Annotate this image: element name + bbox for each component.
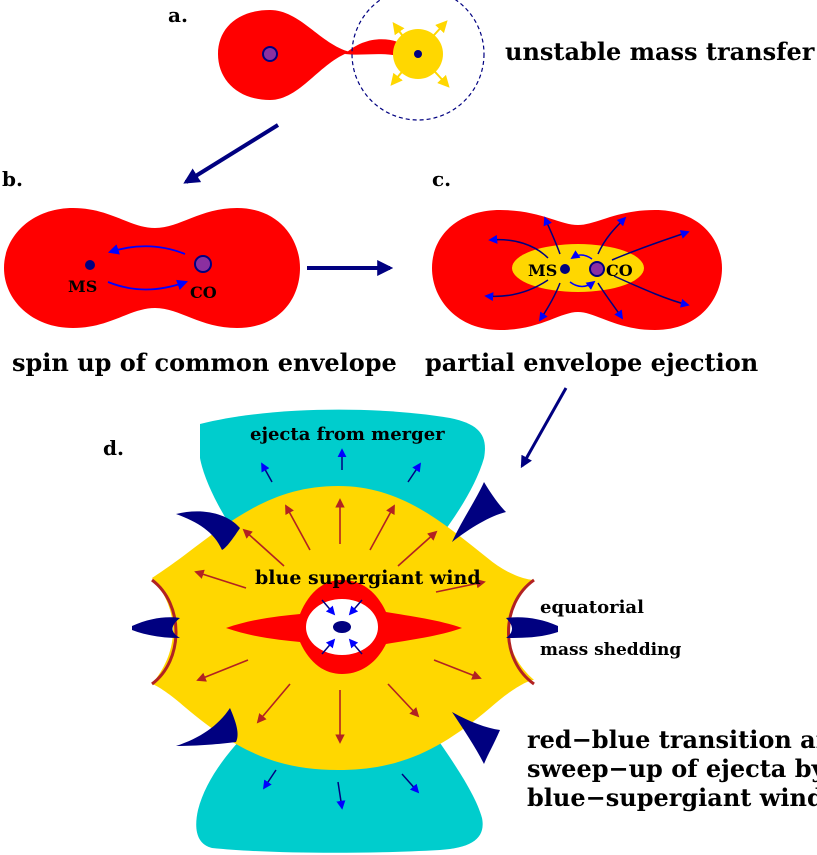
ejecta-lobe-bottom xyxy=(196,740,483,853)
donor-star xyxy=(218,10,350,100)
orbit-arrow-top-b xyxy=(107,244,186,255)
arrow-c-to-d xyxy=(520,387,568,469)
ms-star-b xyxy=(85,260,95,270)
panel-d-caption-line-1: red−blue transition and xyxy=(527,725,817,754)
common-envelope-b xyxy=(4,208,300,328)
co-star-b xyxy=(194,255,212,273)
equatorial-edge-left xyxy=(151,578,178,686)
roche-lobe-outline xyxy=(351,0,485,121)
accretor-outflow-arrows xyxy=(390,20,450,88)
wind-arrows xyxy=(194,498,486,744)
orbit-arrow-top-c xyxy=(570,250,593,260)
ejecta-label: ejecta from merger xyxy=(250,424,445,445)
ejection-arrows-c xyxy=(484,216,690,322)
swept-ejecta-blob-top-left xyxy=(176,511,240,550)
panel-c-letter: c. xyxy=(432,167,451,191)
panel-a-caption: unstable mass transfer xyxy=(505,37,815,66)
wind-label: blue supergiant wind xyxy=(255,567,481,589)
panel-d: d. xyxy=(103,409,817,853)
mass-stream xyxy=(345,39,400,56)
ejecta-arrows-top xyxy=(261,448,421,483)
infall-arrows xyxy=(321,599,363,655)
co-star-c xyxy=(589,261,605,277)
equatorial-label-1: equatorial xyxy=(540,597,644,618)
accretor-core xyxy=(414,50,422,58)
equatorial-blob-right xyxy=(506,617,558,638)
central-core xyxy=(333,621,351,633)
arrow-a-to-b xyxy=(183,123,280,184)
panel-d-caption-line-2: sweep−up of ejecta by xyxy=(527,754,817,783)
ms-label-c: MS xyxy=(528,261,557,280)
orbit-arrow-bottom-b xyxy=(107,279,189,291)
equatorial-edge-right xyxy=(507,578,535,686)
swept-ejecta-blob-bottom-left xyxy=(176,708,238,746)
panel-d-letter: d. xyxy=(103,436,124,460)
panel-b-caption: spin up of common envelope xyxy=(12,348,397,377)
panel-c-caption: partial envelope ejection xyxy=(425,348,758,377)
swept-ejecta-blob-bottom-right xyxy=(452,712,500,764)
swept-ejecta-blob-top-right xyxy=(452,482,506,542)
ejecta-arrows-bottom xyxy=(263,769,420,810)
panel-c: c. MS CO partial envelope ejection xyxy=(425,167,758,377)
panel-a-letter: a. xyxy=(168,3,188,27)
panel-a: a. unstable mass transfer xyxy=(168,0,815,121)
panel-b: b. MS CO spin up of common envelope xyxy=(2,167,397,377)
donor-core xyxy=(262,46,278,62)
orbit-arrow-bottom-c xyxy=(569,280,596,290)
panel-d-caption-line-3: blue−supergiant wind xyxy=(527,783,817,812)
equatorial-blob-left xyxy=(132,617,180,638)
ms-label-b: MS xyxy=(68,277,97,296)
co-label-b: CO xyxy=(190,283,217,302)
panel-b-letter: b. xyxy=(2,167,23,191)
equatorial-label-2: mass shedding xyxy=(540,640,681,660)
ms-star-c xyxy=(560,264,570,274)
co-label-c: CO xyxy=(606,261,633,280)
